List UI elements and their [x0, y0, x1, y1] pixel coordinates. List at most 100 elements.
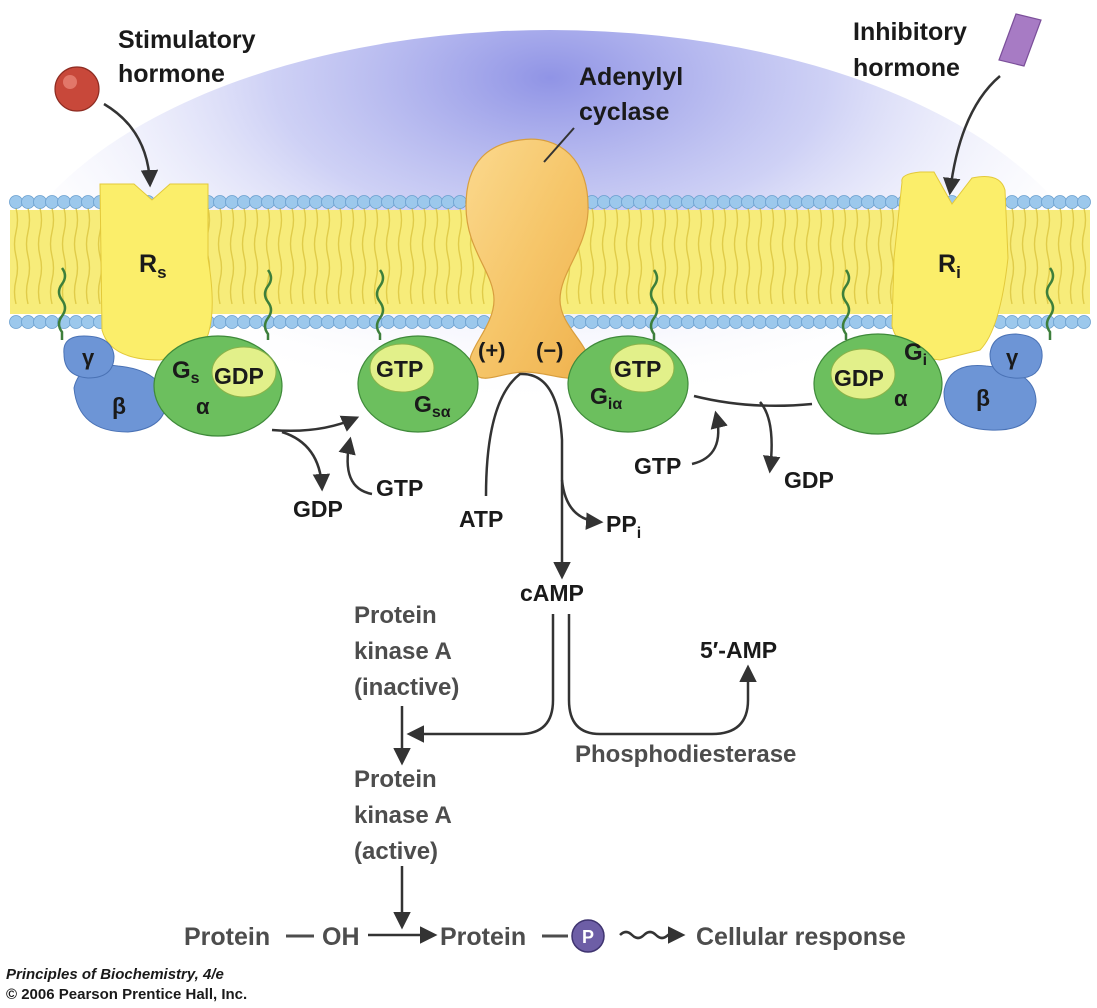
lipid-head-outer — [1041, 195, 1055, 209]
lipid-head-outer — [369, 195, 383, 209]
label-5amp: 5′-AMP — [700, 637, 777, 663]
lipid-tail — [709, 207, 715, 305]
lipid-anchors — [57, 267, 1055, 340]
lipid-head-inner — [453, 315, 467, 329]
inhibitory-hormone — [998, 13, 1042, 67]
label-pka-active: Protein kinase A (active) — [354, 766, 458, 865]
gs-gdp-site — [211, 346, 277, 398]
arrow-gtp-in-right — [691, 410, 728, 466]
lipid-tail — [397, 207, 403, 305]
anchor-gi — [841, 269, 851, 340]
lipid-head-inner — [285, 315, 299, 329]
lipid-head-outer — [1017, 195, 1031, 209]
lipid-tail — [1081, 207, 1087, 305]
lipid-tail — [661, 207, 667, 305]
gia-gtp-site — [609, 343, 675, 393]
label-gs: Gs — [172, 357, 200, 387]
label-phosphodiesterase: Phosphodiesterase — [575, 741, 796, 768]
lipid-tail — [865, 207, 871, 305]
lipid-head-inner — [357, 315, 371, 329]
lipid-head-inner — [33, 315, 47, 329]
label-minus: (−) — [536, 338, 564, 363]
lipid-tail — [625, 207, 631, 305]
lipid-tail — [385, 207, 391, 305]
lipid-head-inner — [249, 315, 263, 329]
lipid-head-outer — [621, 195, 635, 209]
lipid-head-inner — [585, 315, 599, 329]
label-gdp-right: GDP — [784, 467, 834, 493]
lipid-head-inner — [405, 315, 419, 329]
lipid-head-outer — [633, 195, 647, 209]
lipid-tail — [829, 207, 835, 305]
lipid-head-inner — [657, 315, 671, 329]
label-gia-gtp: GTP — [614, 356, 661, 382]
arrow-camp-to-pka — [406, 614, 555, 743]
arrows — [103, 75, 1001, 944]
lipid-tail — [673, 207, 679, 305]
lipid-tail — [1069, 207, 1075, 305]
lipid-tail — [649, 207, 655, 305]
lipid-tail — [421, 207, 427, 305]
lipid-tail — [637, 207, 643, 305]
lipid-head-outer — [861, 195, 875, 209]
lipid-head-outer — [813, 195, 827, 209]
lipid-head-inner — [669, 315, 683, 329]
lipid-head-outer — [825, 195, 839, 209]
lipid-head-inner — [465, 315, 479, 329]
lipid-head-inner — [333, 315, 347, 329]
lipid-tail — [1057, 207, 1063, 305]
lipid-head-outer — [609, 195, 623, 209]
lipid-tail — [25, 207, 31, 305]
lipid-tail — [73, 207, 79, 305]
arrow-gdp-release-right — [759, 401, 781, 474]
lipid-head-inner — [9, 315, 23, 329]
lipid-head-outer — [597, 195, 611, 209]
label-gi: Gi — [904, 339, 927, 369]
lipid-head-outer — [333, 195, 347, 209]
lipid-head-inner — [381, 315, 395, 329]
lipid-tail — [853, 207, 859, 305]
label-gsa-gtp: GTP — [376, 356, 423, 382]
lipid-head-outer — [657, 195, 671, 209]
lipid-tail — [721, 207, 727, 305]
lipid-head-outer — [261, 195, 275, 209]
lipid-head-outer — [1077, 195, 1091, 209]
phosphate-group — [571, 919, 605, 953]
g-gamma-left — [63, 335, 115, 379]
anchor-gsa — [375, 269, 385, 340]
lipid-tail — [841, 207, 847, 305]
lipid-tail — [805, 207, 811, 305]
label-beta-left: β — [112, 393, 126, 419]
lipid-tail — [13, 207, 19, 305]
lipid-head-inner — [237, 315, 251, 329]
label-protein-oh-protein: Protein — [184, 923, 270, 951]
lipid-head-outer — [393, 195, 407, 209]
lipid-tail — [1045, 207, 1051, 305]
lipid-head-outer — [801, 195, 815, 209]
lipid-head-inner — [801, 315, 815, 329]
lipid-tail — [373, 207, 379, 305]
anchor-gs-left — [263, 269, 273, 340]
lipid-head-outer — [693, 195, 707, 209]
lipid-head-inner — [1053, 315, 1067, 329]
label-oh: OH — [322, 923, 360, 951]
credit-line-1: Principles of Biochemistry, 4/e — [6, 966, 224, 983]
lipid-head-inner — [825, 315, 839, 329]
label-gi-gdp: GDP — [834, 365, 884, 391]
lipid-tail — [757, 207, 763, 305]
lipid-head-outer — [453, 195, 467, 209]
lipid-tail — [1033, 207, 1039, 305]
lipid-head-outer — [1065, 195, 1079, 209]
label-rs: Rs — [139, 250, 167, 282]
lipid-head-outer — [873, 195, 887, 209]
lipid-tail — [889, 207, 895, 305]
lipid-tail — [433, 207, 439, 305]
lipid-tail — [817, 207, 823, 305]
arrow-to-response — [619, 926, 686, 944]
lipid-tail — [445, 207, 451, 305]
lipid-head-inner — [345, 315, 359, 329]
lipid-tail — [361, 207, 367, 305]
lipid-head-outer — [225, 195, 239, 209]
lipid-head-inner — [789, 315, 803, 329]
